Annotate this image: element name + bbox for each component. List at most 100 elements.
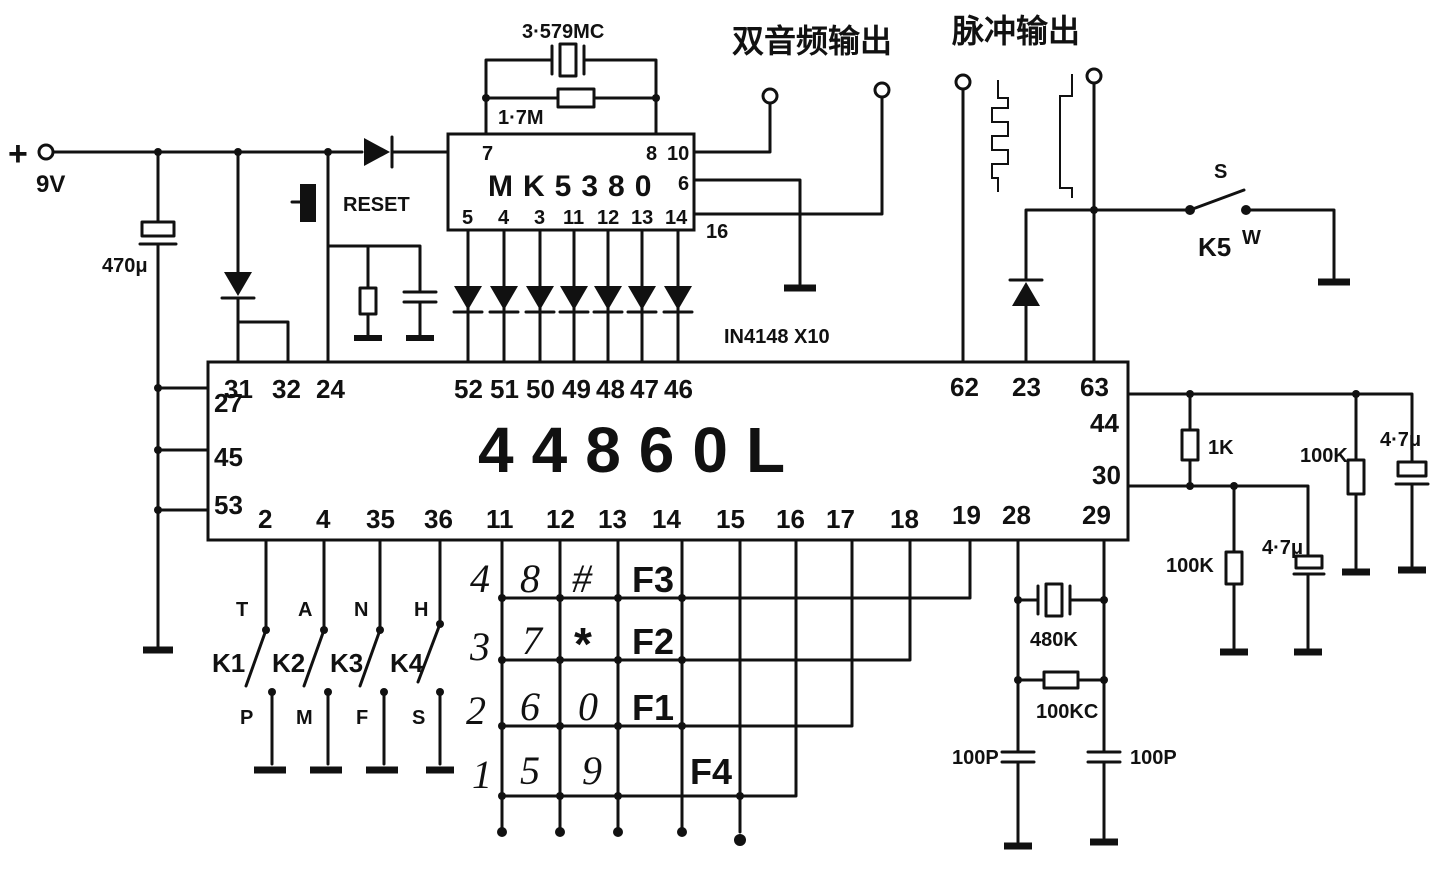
res-1k xyxy=(1180,428,1200,462)
pin-label: 44 xyxy=(1090,408,1119,438)
pin-label: 24 xyxy=(316,374,345,404)
res-1k-label: 1K xyxy=(1208,437,1234,459)
pin6-ground-wire xyxy=(692,178,802,286)
pin-label: 35 xyxy=(366,504,395,534)
k2-label: K2 xyxy=(272,648,305,678)
mk5380-pin12: 12 xyxy=(597,207,619,229)
k1-label: K1 xyxy=(212,648,245,678)
res-100k-low-label: 100K xyxy=(1166,555,1214,577)
reset-resistor xyxy=(358,286,378,316)
pin-label: 29 xyxy=(1082,500,1111,530)
main-chip-right-pins: 44 30 xyxy=(1090,408,1121,490)
supply-diode xyxy=(364,135,394,169)
key-hash[interactable]: # xyxy=(572,556,593,601)
k1-top-label: T xyxy=(236,599,248,621)
pin-label: 15 xyxy=(716,504,745,534)
dual-tone-output-label: 双音频输出 xyxy=(732,22,892,60)
pin-label: 4 xyxy=(316,504,331,534)
keypad-row-4-line xyxy=(500,538,972,600)
pin-label: 45 xyxy=(214,442,243,472)
keypad-row-label: 4 xyxy=(470,556,490,601)
k1-bottom-label: P xyxy=(240,707,253,729)
k5-ground-wire xyxy=(1244,208,1336,280)
pin-label: 48 xyxy=(596,374,625,404)
supply-voltage-label: 9V xyxy=(36,171,65,198)
keypad-row-labels: 4 3 2 1 xyxy=(466,556,492,797)
junction xyxy=(1014,596,1022,604)
mode-switch-k4[interactable]: H K4 S xyxy=(390,538,454,774)
mode-switch-k2[interactable]: A K2 M xyxy=(272,538,342,774)
keypad-keys: 8 # F3 7 * F2 6 0 F1 5 9 F4 xyxy=(520,556,732,793)
switch-s-label: S xyxy=(1214,161,1227,183)
key-5[interactable]: 5 xyxy=(520,748,540,793)
mk5380-pin3: 3 xyxy=(534,207,545,229)
supply-terminal xyxy=(37,143,55,161)
key-8[interactable]: 8 xyxy=(520,556,540,601)
switch-k5-label: K5 xyxy=(1198,232,1231,262)
mode-switch-k3[interactable]: N K3 F xyxy=(330,538,398,774)
keypad-row-1-line xyxy=(500,538,798,798)
pulse-terminal-a xyxy=(954,73,972,91)
keypad-matrix xyxy=(497,538,972,846)
pin-label: 30 xyxy=(1092,460,1121,490)
resistor-17m-label: 1·7M xyxy=(498,107,544,129)
keypad-column-lines xyxy=(500,538,742,834)
key-9[interactable]: 9 xyxy=(582,748,602,793)
junction xyxy=(154,506,162,514)
key-f3[interactable]: F3 xyxy=(632,559,674,600)
pin-label: 27 xyxy=(214,388,243,418)
k4-bottom-label: S xyxy=(412,707,425,729)
diodes-note: IN4148 X10 xyxy=(724,326,830,348)
mk5380-pin13: 13 xyxy=(631,207,653,229)
junction xyxy=(1014,676,1022,684)
key-6[interactable]: 6 xyxy=(520,684,540,729)
reset-button[interactable] xyxy=(290,184,316,222)
key-f1[interactable]: F1 xyxy=(632,687,674,728)
pin-label: 16 xyxy=(776,504,805,534)
cap-47u-low-label: 4·7μ xyxy=(1262,537,1303,559)
keypad-row-2-line xyxy=(500,538,854,728)
pin-label: 23 xyxy=(1012,372,1041,402)
junction xyxy=(482,94,490,102)
k4-top-label: H xyxy=(414,599,428,621)
pin-label: 31 xyxy=(224,374,253,404)
pin10-output-wire xyxy=(692,101,772,154)
res-100k-right xyxy=(1346,458,1366,496)
junction xyxy=(1100,596,1108,604)
mk5380-pin7: 7 xyxy=(482,143,493,165)
key-0[interactable]: 0 xyxy=(578,684,598,729)
key-f4[interactable]: F4 xyxy=(690,751,732,792)
main-chip-top-pins: 31 32 24 52 51 50 49 48 47 46 62 23 63 xyxy=(224,372,1109,404)
pin-label: 49 xyxy=(562,374,591,404)
key-star[interactable]: * xyxy=(574,618,592,670)
k5-lever[interactable] xyxy=(1188,188,1246,212)
pin-label: 36 xyxy=(424,504,453,534)
cap-47u-right-wire xyxy=(1354,392,1414,464)
key-7[interactable]: 7 xyxy=(522,618,544,663)
pin-label: 52 xyxy=(454,374,483,404)
pin31-diode xyxy=(220,272,256,300)
pin-label: 47 xyxy=(630,374,659,404)
mk5380-pin10: 10 xyxy=(667,143,689,165)
crystal-480k-label: 480K xyxy=(1030,629,1078,651)
crystal-body xyxy=(558,42,578,78)
junction xyxy=(154,446,162,454)
k3-bottom-label: F xyxy=(356,707,368,729)
crystal-480k xyxy=(1044,582,1064,618)
pin-label: 14 xyxy=(652,504,681,534)
crystal-wires xyxy=(484,58,658,136)
pin-label: 51 xyxy=(490,374,519,404)
mode-switch-k1[interactable]: T K1 P xyxy=(212,538,286,774)
crystal-label: 3·579MC xyxy=(522,21,604,43)
mk5380-pin11: 11 xyxy=(563,207,584,229)
pulse-waveform-b xyxy=(1059,74,1073,198)
pin-label: 19 xyxy=(952,500,981,530)
junction xyxy=(1100,676,1108,684)
k3-top-label: N xyxy=(354,599,368,621)
key-f2[interactable]: F2 xyxy=(632,621,674,662)
cap-100p-leads xyxy=(1016,760,1106,844)
mk5380-pin14: 14 xyxy=(665,207,688,229)
mk5380-pin4: 4 xyxy=(498,207,510,229)
pulse-waveform-a xyxy=(991,80,1009,192)
